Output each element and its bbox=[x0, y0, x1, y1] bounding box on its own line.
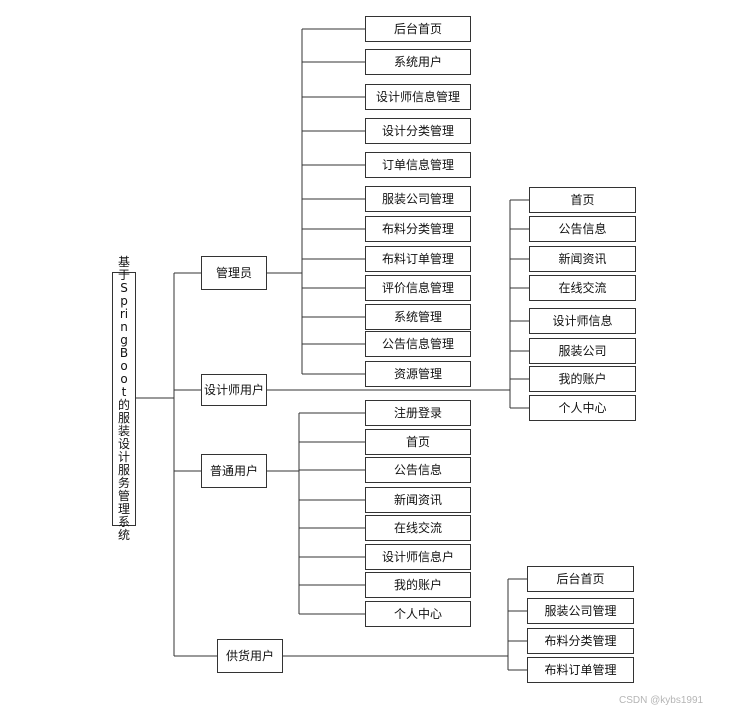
module-node: 注册登录 bbox=[365, 400, 471, 426]
module-node: 设计分类管理 bbox=[365, 118, 471, 144]
module-node: 我的账户 bbox=[529, 366, 636, 392]
module-node: 公告信息 bbox=[529, 216, 636, 242]
module-node: 系统管理 bbox=[365, 304, 471, 330]
root-node: 基于SpringBoot的服装设计服务管理系统 bbox=[112, 256, 136, 542]
module-node: 设计师信息 bbox=[529, 308, 636, 334]
module-node: 后台首页 bbox=[527, 566, 634, 592]
module-node: 在线交流 bbox=[365, 515, 471, 541]
role-node: 管理员 bbox=[201, 256, 267, 290]
watermark: CSDN @kybs1991 bbox=[619, 695, 704, 706]
module-node: 服装公司管理 bbox=[365, 186, 471, 212]
module-node: 布料分类管理 bbox=[365, 216, 471, 242]
module-node: 资源管理 bbox=[365, 361, 471, 387]
module-node: 设计师信息管理 bbox=[365, 84, 471, 110]
module-node: 新闻资讯 bbox=[365, 487, 471, 513]
module-node: 布料订单管理 bbox=[365, 246, 471, 272]
module-node: 系统用户 bbox=[365, 49, 471, 75]
module-node: 订单信息管理 bbox=[365, 152, 471, 178]
module-node: 布料分类管理 bbox=[527, 628, 634, 654]
role-node: 普通用户 bbox=[201, 454, 267, 488]
module-node: 设计师信息户 bbox=[365, 544, 471, 570]
module-node: 新闻资讯 bbox=[529, 246, 636, 272]
module-node: 个人中心 bbox=[365, 601, 471, 627]
role-node: 设计师用户 bbox=[201, 374, 267, 406]
module-node: 布料订单管理 bbox=[527, 657, 634, 683]
module-node: 公告信息管理 bbox=[365, 331, 471, 357]
module-node: 服装公司管理 bbox=[527, 598, 634, 624]
module-node: 首页 bbox=[529, 187, 636, 213]
role-node: 供货用户 bbox=[217, 639, 283, 673]
module-node: 个人中心 bbox=[529, 395, 636, 421]
module-node: 后台首页 bbox=[365, 16, 471, 42]
module-node: 在线交流 bbox=[529, 275, 636, 301]
module-node: 我的账户 bbox=[365, 572, 471, 598]
module-node: 公告信息 bbox=[365, 457, 471, 483]
module-node: 评价信息管理 bbox=[365, 275, 471, 301]
module-node: 首页 bbox=[365, 429, 471, 455]
module-node: 服装公司 bbox=[529, 338, 636, 364]
